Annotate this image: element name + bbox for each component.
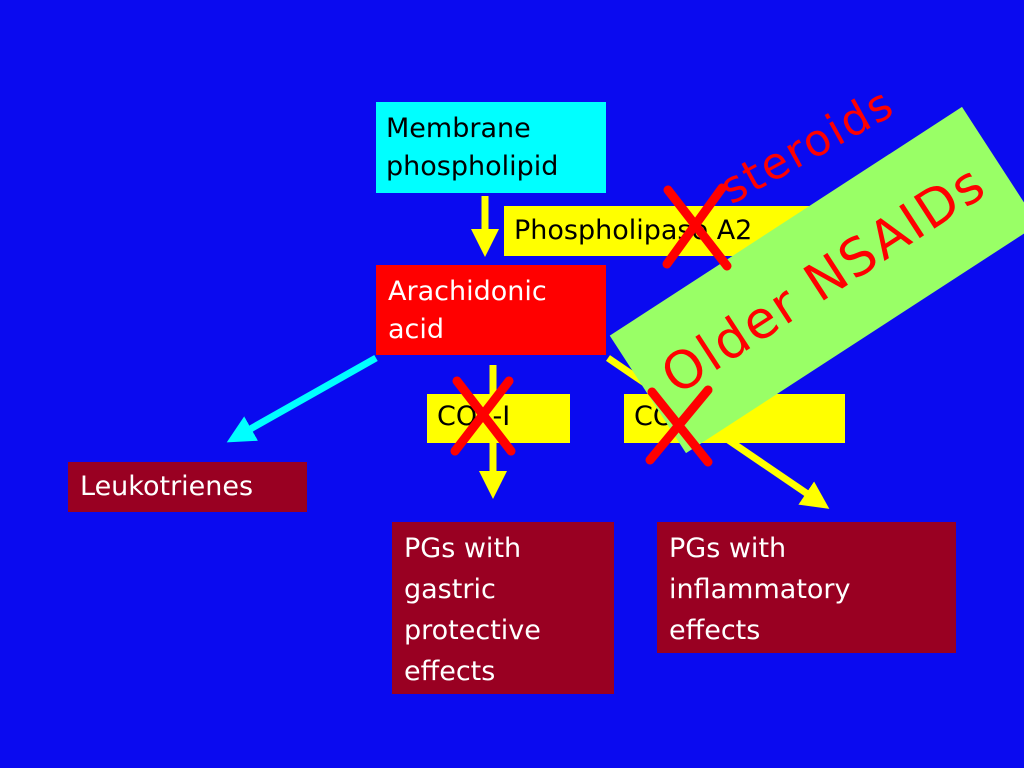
arrow-to-leukotrienes bbox=[226, 354, 378, 443]
cox2-cross-icon bbox=[645, 385, 713, 467]
steroids-cross-icon bbox=[662, 183, 732, 271]
cox1-cross-icon bbox=[450, 376, 516, 456]
arachidonic-acid-box: Arachidonic acid bbox=[376, 265, 606, 355]
membrane-phospholipid-box: Membrane phospholipid bbox=[376, 102, 606, 193]
pg-inflammatory-box: PGs with inflammatory effects bbox=[657, 522, 956, 653]
pg-gastric-protective-box: PGs with gastric protective effects bbox=[392, 522, 614, 694]
leukotrienes-box: Leukotrienes bbox=[68, 462, 307, 512]
